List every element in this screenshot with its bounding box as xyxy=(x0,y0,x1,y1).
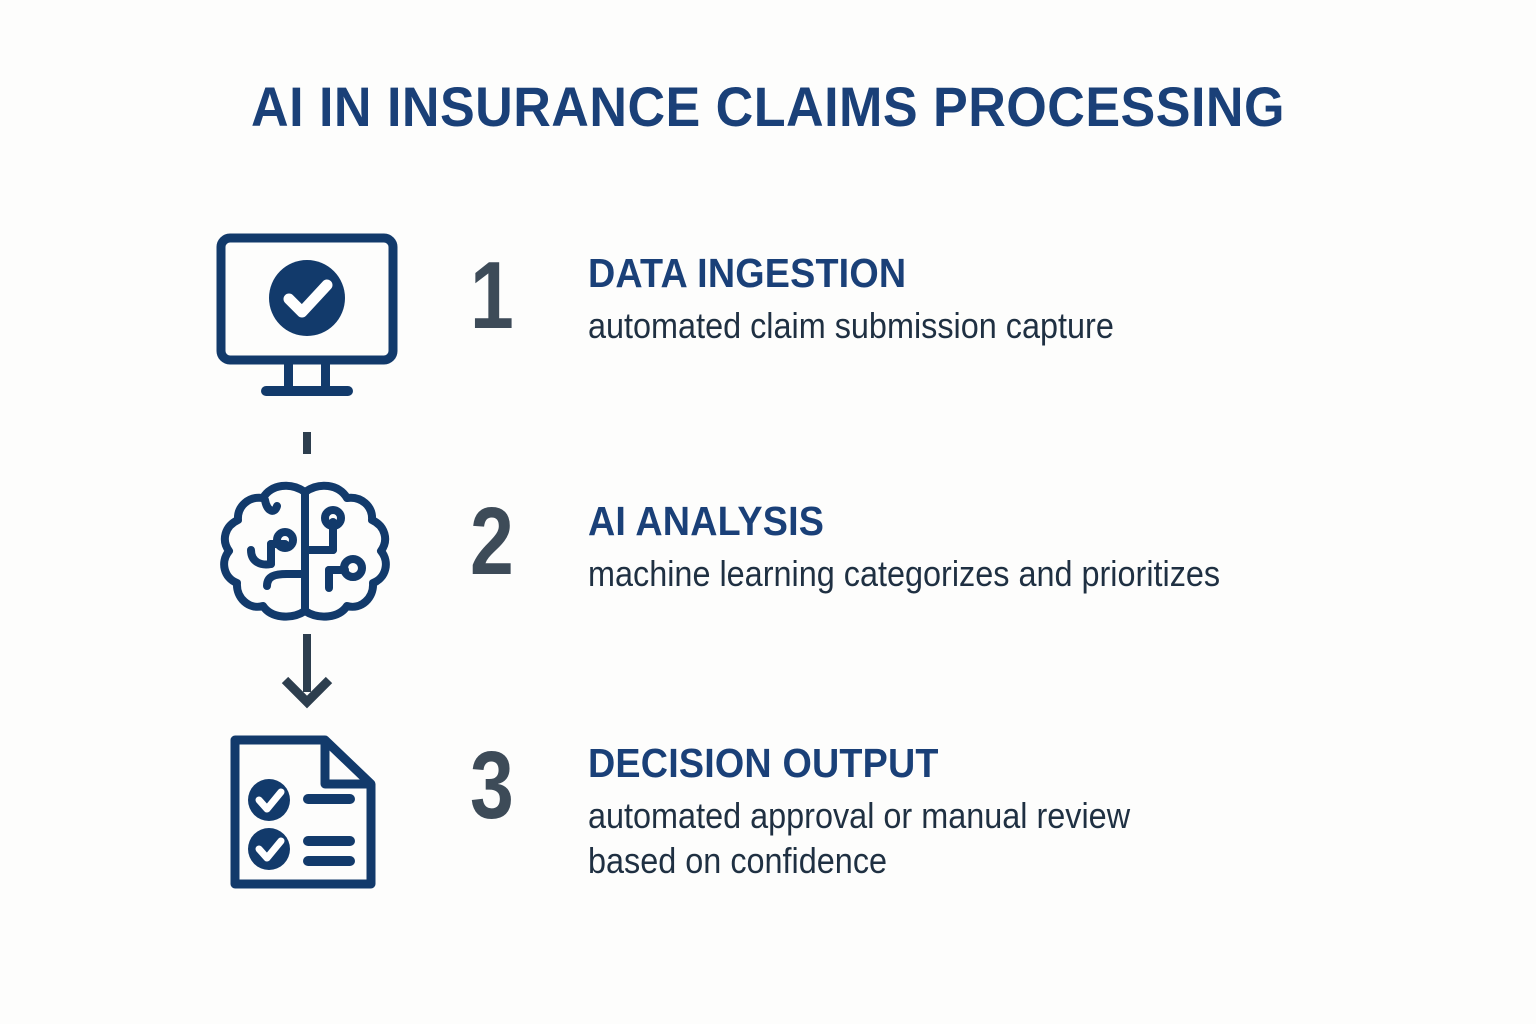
step-2-description: machine learning categorizes and priorit… xyxy=(588,553,1221,594)
step-1-number: 1 xyxy=(470,242,514,349)
step-1-text: DATA INGESTION automated claim submissio… xyxy=(588,228,1488,348)
connector-1 xyxy=(205,428,405,484)
page-title: AI IN INSURANCE CLAIMS PROCESSING xyxy=(251,75,1285,138)
document-checklist-icon xyxy=(230,735,376,889)
step-3-description: automated approval or manual review base… xyxy=(588,795,1131,881)
connector-2 xyxy=(205,632,405,724)
step-3-text: DECISION OUTPUT automated approval or ma… xyxy=(588,722,1488,883)
step-2-heading: AI ANALYSIS xyxy=(588,498,825,544)
monitor-check-icon xyxy=(216,233,398,396)
brain-circuit-icon xyxy=(220,481,390,621)
dash-connector-icon xyxy=(303,432,311,454)
step-2-number: 2 xyxy=(470,488,514,595)
step-2-icon-slot xyxy=(205,478,405,628)
step-3-icon-slot xyxy=(205,722,405,902)
step-1-description: automated claim submission capture xyxy=(588,305,1114,346)
step-1-heading: DATA INGESTION xyxy=(588,250,907,296)
step-2-text: AI ANALYSIS machine learning categorizes… xyxy=(588,478,1488,596)
down-arrow-connector-icon xyxy=(281,634,333,709)
step-3-number: 3 xyxy=(470,732,514,839)
step-3-heading: DECISION OUTPUT xyxy=(588,740,939,786)
step-1-icon-slot xyxy=(205,228,405,398)
